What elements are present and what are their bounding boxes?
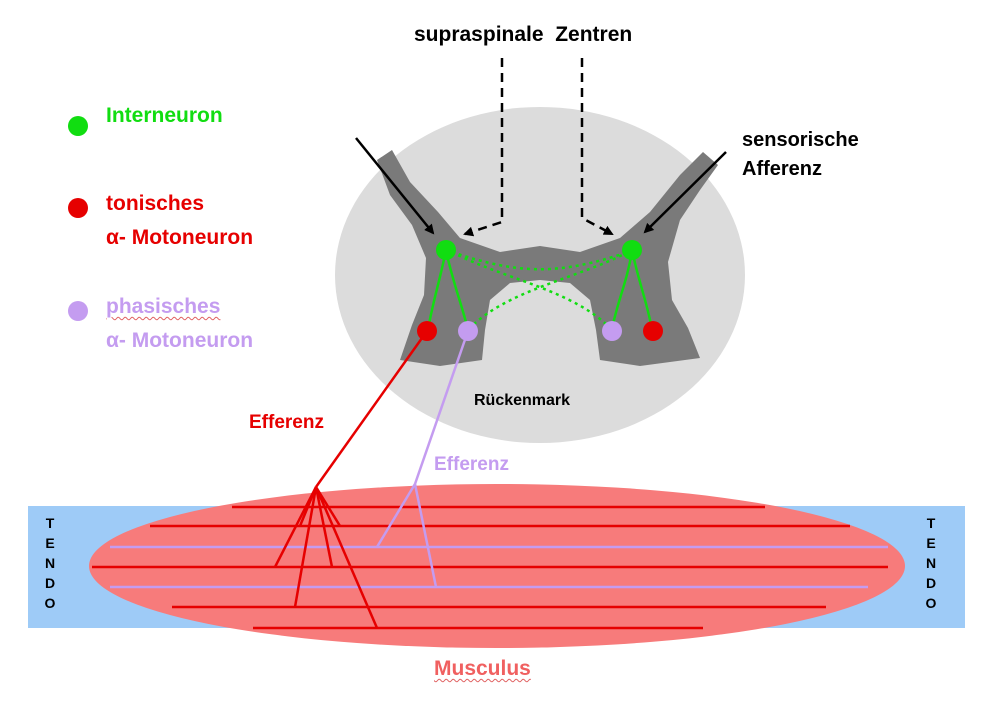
phasic-motoneuron-right bbox=[602, 321, 622, 341]
tendon-label-left: T E N D O bbox=[40, 513, 60, 613]
phasic-efferent-label: Efferenz bbox=[434, 454, 509, 475]
tendon-letter: N bbox=[925, 555, 937, 571]
interneuron-left bbox=[436, 240, 456, 260]
tendon-letter: E bbox=[926, 535, 936, 551]
sensory-afferent-label: sensorische Afferenz bbox=[742, 126, 859, 184]
tonic-efferent bbox=[273, 330, 429, 629]
legend-phasic-line1: phasisches bbox=[106, 295, 221, 318]
tendon-letter: T bbox=[926, 515, 936, 531]
muscle-fibers bbox=[92, 505, 888, 630]
legend-phasic-line2: α- Motoneuron bbox=[106, 329, 254, 352]
tendon-letter: N bbox=[44, 555, 56, 571]
tendon-label-right: T E N D O bbox=[921, 513, 941, 613]
tendon-letter: O bbox=[44, 595, 56, 611]
tendon-letter: D bbox=[44, 575, 56, 591]
legend-tonic-line2: α- Motoneuron bbox=[106, 226, 254, 249]
legend-interneuron-dot bbox=[68, 116, 88, 136]
tendon-letter: T bbox=[45, 515, 55, 531]
legend-tonic-label: tonisches α- Motoneuron bbox=[106, 187, 253, 255]
tonic-motoneuron-right bbox=[643, 321, 663, 341]
tendon-letter: O bbox=[925, 595, 937, 611]
legend-phasic-label: phasisches α- Motoneuron bbox=[106, 290, 253, 358]
tonic-efferent-label: Efferenz bbox=[249, 412, 324, 433]
legend-interneuron-label: Interneuron bbox=[106, 104, 223, 127]
sensory-label-line2: Afferenz bbox=[742, 158, 823, 180]
phasic-efferent bbox=[375, 330, 470, 588]
sensory-label-line1: sensorische bbox=[742, 129, 859, 151]
legend-tonic-dot bbox=[68, 198, 88, 218]
muscle-label: Musculus bbox=[434, 657, 531, 680]
tendon-letter: E bbox=[45, 535, 55, 551]
legend-tonic-line1: tonisches bbox=[106, 192, 205, 215]
spinal-cord-label: Rückenmark bbox=[474, 392, 571, 409]
interneuron-contralateral-links bbox=[451, 250, 629, 331]
tendon-letter: D bbox=[925, 575, 937, 591]
supraspinal-tracts bbox=[463, 58, 614, 237]
supraspinal-label: supraspinale Zentren bbox=[414, 23, 633, 46]
legend-phasic-dot bbox=[68, 301, 88, 321]
afferent-arrows bbox=[355, 137, 727, 235]
interneuron-right bbox=[622, 240, 642, 260]
